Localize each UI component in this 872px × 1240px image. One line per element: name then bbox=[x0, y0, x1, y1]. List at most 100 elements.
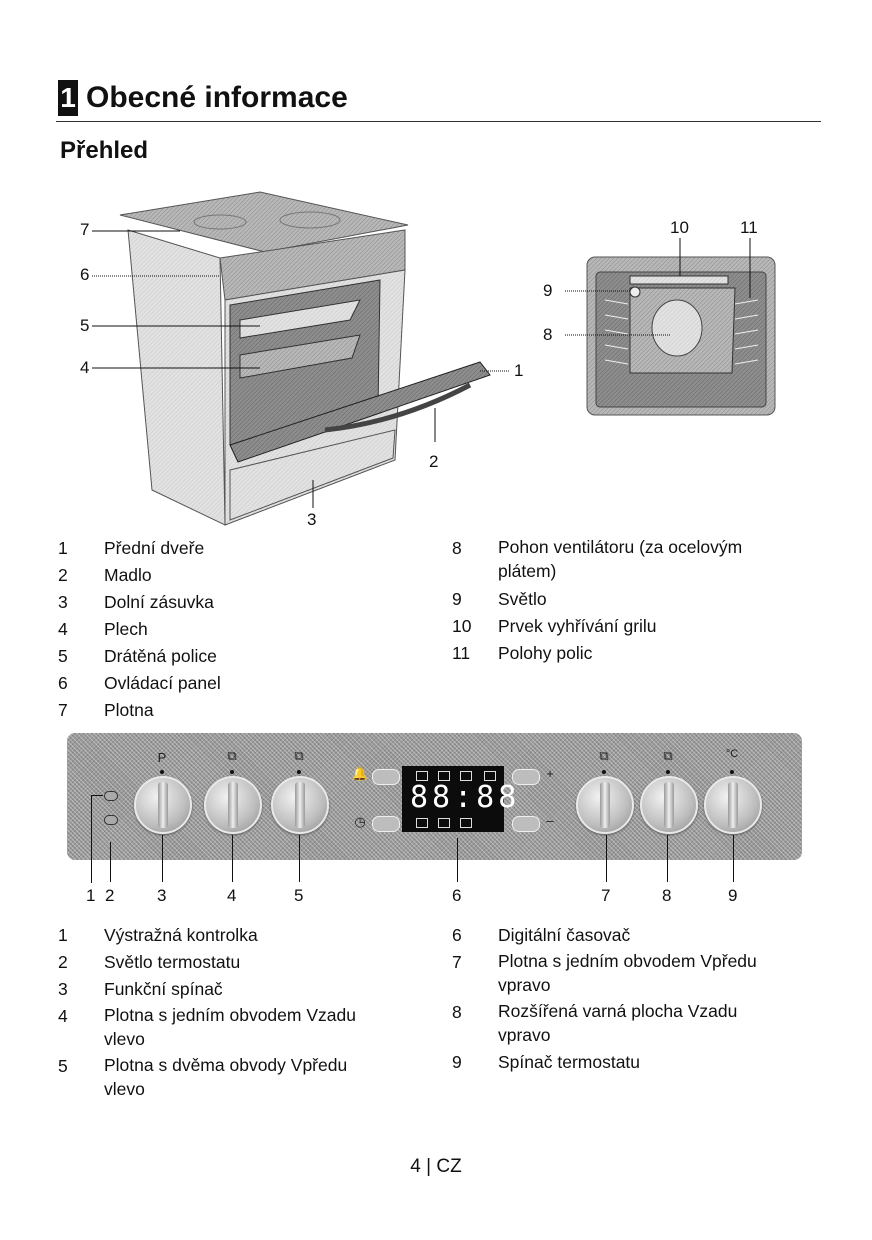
legend-text: Plotna s dvěma obvody Vpředu vlevo bbox=[104, 1055, 348, 1099]
legend-text: Prvek vyhřívání grilu bbox=[498, 616, 657, 636]
legend-num: 10 bbox=[452, 616, 472, 636]
legend-item: 2 Madlo bbox=[58, 562, 418, 589]
legend-text: Rozšířená varná plocha Vzadu vpravo bbox=[498, 1001, 738, 1045]
legend-text: Plech bbox=[104, 619, 148, 639]
callout-3: 3 bbox=[307, 510, 317, 529]
knob-grip bbox=[295, 782, 305, 828]
callout-10: 10 bbox=[670, 218, 689, 237]
display-icon bbox=[438, 771, 450, 781]
leader-line bbox=[232, 835, 233, 882]
legend-text: Pohon ventilátoru (za ocelovým plátem) bbox=[498, 537, 743, 581]
legend-text: Funkční spínač bbox=[104, 979, 223, 999]
legend-num: 2 bbox=[58, 952, 68, 972]
legend-text: Madlo bbox=[104, 565, 152, 585]
legend-text: Světlo termostatu bbox=[104, 952, 241, 972]
legend-text: Plotna bbox=[104, 700, 154, 720]
bottom-drawer bbox=[229, 429, 396, 521]
legend-item: 10 Prvek vyhřívání grilu bbox=[452, 613, 812, 640]
plus-icon: + bbox=[546, 766, 554, 781]
legend-num: 2 bbox=[58, 565, 68, 585]
oven-drawing bbox=[92, 191, 510, 526]
alarm-button[interactable] bbox=[372, 769, 400, 785]
wire-shelf bbox=[239, 299, 361, 339]
function-switch-knob[interactable] bbox=[134, 776, 192, 834]
panel-callout-5: 5 bbox=[294, 886, 304, 905]
knob-marker bbox=[297, 770, 301, 774]
legend-num: 6 bbox=[58, 673, 68, 693]
legend-num: 8 bbox=[452, 538, 462, 558]
hob-front-left-knob[interactable] bbox=[271, 776, 329, 834]
panel-callout-3: 3 bbox=[157, 886, 167, 905]
hob-front-right-knob[interactable] bbox=[576, 776, 634, 834]
chapter-number-badge: 1 bbox=[58, 80, 78, 116]
oven-interior-illustration: 9 8 10 11 bbox=[530, 210, 790, 420]
fan-cover bbox=[651, 299, 703, 357]
hob-rear-left-knob[interactable] bbox=[204, 776, 262, 834]
grill-element bbox=[629, 275, 729, 285]
legend-item: 8 Rozšířená varná plocha Vzadu vpravo bbox=[452, 999, 812, 1049]
knob-grip bbox=[664, 782, 674, 828]
legend-text: Dolní zásuvka bbox=[104, 592, 214, 612]
legend-num: 7 bbox=[58, 700, 68, 720]
panel-callout-2: 2 bbox=[105, 886, 115, 905]
thermostat-knob[interactable] bbox=[704, 776, 762, 834]
legend-text: Digitální časovač bbox=[498, 925, 631, 945]
callout-9: 9 bbox=[543, 281, 553, 300]
legend-item: 7 Plotna s jedním obvodem Vpředu vpravo bbox=[452, 949, 812, 999]
panel-callout-1: 1 bbox=[86, 886, 96, 905]
legend-item: 8 Pohon ventilátoru (za ocelovým plátem) bbox=[452, 535, 812, 586]
cooktop bbox=[119, 191, 409, 253]
plus-button[interactable] bbox=[512, 769, 540, 785]
legend-item: 7 Plotna bbox=[58, 697, 418, 724]
legend-num: 8 bbox=[452, 1002, 462, 1022]
legend-item: 4 Plech bbox=[58, 616, 418, 643]
hob-front-right-icon: ⧉ bbox=[599, 748, 609, 763]
knob-grip bbox=[728, 782, 738, 828]
leader-line bbox=[299, 835, 300, 882]
leader-line bbox=[733, 835, 734, 882]
knob-grip bbox=[600, 782, 610, 828]
function-icon: P bbox=[157, 750, 167, 765]
legend-text: Plotna s jedním obvodem Vpředu vpravo bbox=[498, 951, 757, 995]
legend-text: Plotna s jedním obvodem Vzadu vlevo bbox=[104, 1005, 356, 1049]
warning-lamp bbox=[104, 791, 118, 801]
callout-2: 2 bbox=[429, 452, 439, 471]
panel-callout-7: 7 bbox=[601, 886, 611, 905]
legend-num: 3 bbox=[58, 979, 68, 999]
oven-door bbox=[229, 361, 491, 463]
interior-drawing bbox=[565, 238, 776, 416]
legend-num: 11 bbox=[452, 643, 471, 663]
clock-button[interactable] bbox=[372, 816, 400, 832]
leader-line bbox=[91, 795, 92, 883]
thermostat-icon: °C bbox=[725, 748, 739, 760]
knob-marker bbox=[602, 770, 606, 774]
legend-text: Drátěná police bbox=[104, 646, 217, 666]
legend-item: 3 Funkční spínač bbox=[58, 976, 418, 1003]
display-icon bbox=[416, 771, 428, 781]
legend-text: Ovládací panel bbox=[104, 673, 221, 693]
knob-marker bbox=[230, 770, 234, 774]
callout-7: 7 bbox=[80, 220, 90, 239]
callout-4: 4 bbox=[80, 358, 90, 377]
minus-button[interactable] bbox=[512, 816, 540, 832]
knob-marker bbox=[160, 770, 164, 774]
callout-11: 11 bbox=[740, 218, 758, 237]
hob-rear-right-knob[interactable] bbox=[640, 776, 698, 834]
legend-num: 4 bbox=[58, 619, 68, 639]
legend-num: 7 bbox=[452, 952, 462, 972]
header-divider bbox=[56, 121, 821, 122]
leader-line bbox=[162, 835, 163, 882]
oven-side-panel bbox=[127, 229, 226, 526]
hob-front-left-icon: ⧉ bbox=[294, 748, 304, 763]
bell-icon: 🔔 bbox=[351, 766, 369, 781]
